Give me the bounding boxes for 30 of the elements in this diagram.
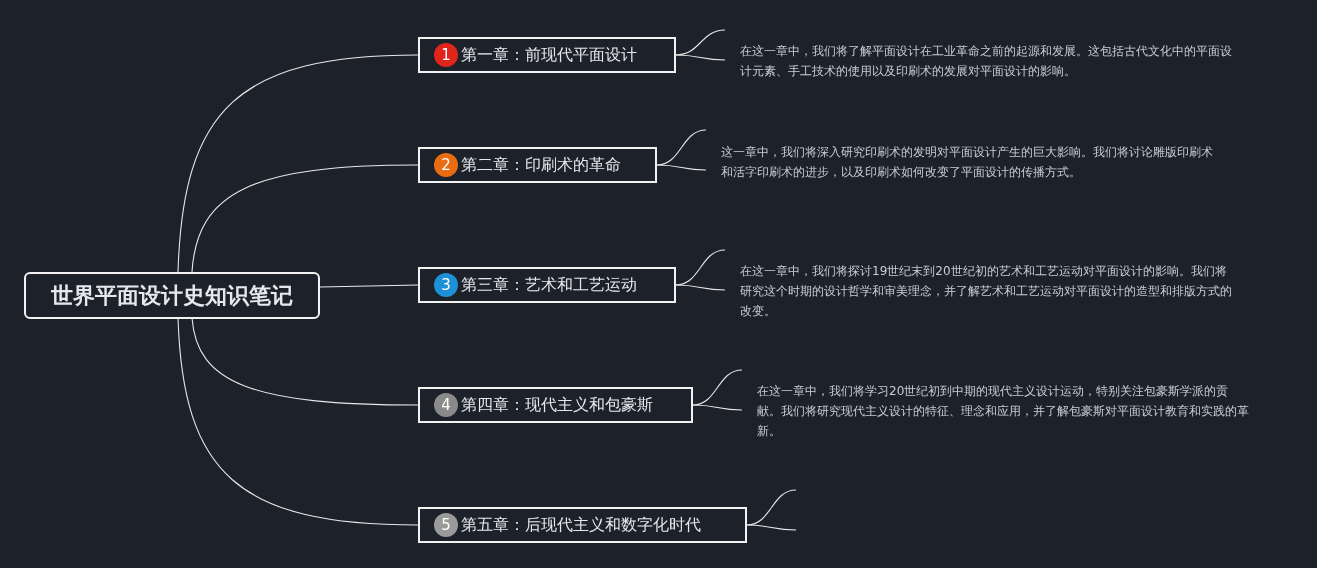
connector-line: [656, 164, 707, 171]
note-text: 在这一章中，我们将了解平面设计在工业革命之前的起源和发展。这包括古代文化中的平面设计元素、手工技术的使用以及印刷术的发展对平面设计的影响。: [740, 41, 1235, 81]
note-text: 在这一章中，我们将探讨19世纪末到20世纪初的艺术和工艺运动对平面设计的影响。我们将研究这个时期的设计哲学和审美理念，并了解艺术和工艺运动对平面设计的造型和排版方式的改变。: [740, 261, 1235, 321]
topic-box: [418, 147, 657, 183]
topic-box: [418, 37, 676, 73]
connector-line: [675, 284, 726, 291]
connector-line: [746, 524, 797, 531]
number-badge: 3: [434, 273, 458, 297]
connector-line: [177, 54, 419, 273]
number-badge: 5: [434, 513, 458, 537]
connector-line: [191, 317, 419, 406]
root-topic-box: 世界平面设计史知识笔记: [24, 272, 320, 319]
connector-line: [675, 54, 726, 61]
connector-line: [692, 404, 743, 411]
topic-box: [418, 387, 693, 423]
topic-title: 第五章：后现代主义和数字化时代: [461, 514, 701, 536]
topic-title: 第四章：现代主义和包豪斯: [461, 394, 653, 416]
connector-line: [177, 317, 419, 526]
connector-line: [319, 284, 419, 288]
topic-title: 第一章：前现代平面设计: [461, 44, 637, 66]
note-text: 在这一章中，我们将学习20世纪初到中期的现代主义设计运动，特别关注包豪斯学派的贡献。我们将研究现代主义设计的特征、理念和应用，并了解包豪斯对平面设计教育和实践的革新。: [757, 381, 1252, 441]
number-badge: 1: [434, 43, 458, 67]
topic-box: [418, 267, 676, 303]
topic-title: 第三章：艺术和工艺运动: [461, 274, 637, 296]
number-badge: 2: [434, 153, 458, 177]
note-text: 这一章中，我们将深入研究印刷术的发明对平面设计产生的巨大影响。我们将讨论雕版印刷术和活字印刷术的进步，以及印刷术如何改变了平面设计的传播方式。: [721, 142, 1216, 182]
topic-title: 第二章：印刷术的革命: [461, 154, 621, 176]
number-badge: 4: [434, 393, 458, 417]
connector-line: [191, 164, 419, 273]
topic-box: [418, 507, 747, 543]
